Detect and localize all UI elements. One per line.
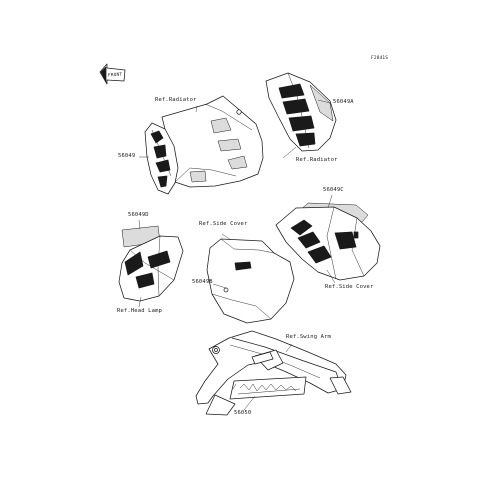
rear-side-cover <box>275 202 381 281</box>
front-number-plate <box>118 225 184 302</box>
label-56050: 56050 <box>234 410 252 416</box>
leader-lines <box>138 99 336 411</box>
label-ref-swing-arm: Ref.Swing Arm <box>286 334 331 340</box>
side-cover <box>206 238 295 324</box>
label-ref-head-lamp: Ref.Head Lamp <box>117 308 162 314</box>
label-56049: 56049 <box>118 153 136 159</box>
label-ref-radiator-top: Ref.Radiator <box>155 97 197 103</box>
swing-arm-decal-56050 <box>229 376 307 400</box>
front-arrow-icon <box>99 63 126 85</box>
label-ref-side-cover-bottom: Ref.Side Cover <box>325 284 374 290</box>
figure-code: F2841S <box>371 56 389 61</box>
label-56049A: 56049A <box>333 99 354 105</box>
swing-arm <box>195 330 352 416</box>
label-ref-radiator-bottom: Ref.Radiator <box>296 157 338 163</box>
label-56049B: 56049B <box>192 279 213 285</box>
label-ref-side-cover-top: Ref.Side Cover <box>199 221 248 227</box>
label-56049C: 56049C <box>323 187 344 193</box>
radiator-decal-56049 <box>144 122 179 195</box>
radiator-shroud-right <box>265 72 337 152</box>
radiator-shroud <box>161 95 264 188</box>
label-56049D: 56049D <box>128 212 149 218</box>
front-marker-label: FRONT <box>107 72 123 79</box>
